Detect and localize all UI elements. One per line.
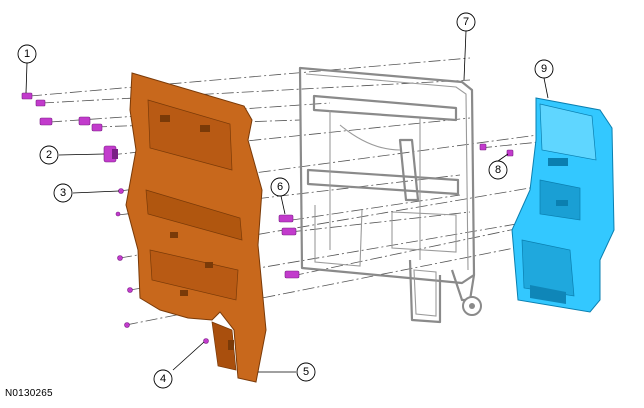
screw-icon <box>278 214 300 279</box>
small-pin-icon <box>115 188 209 344</box>
push-pin-icon <box>479 143 514 157</box>
callout-5: 5 <box>296 362 316 382</box>
callout-8-label: 8 <box>495 164 501 176</box>
callout-4: 4 <box>153 369 173 389</box>
pin-icon <box>21 92 103 132</box>
trim-panel <box>125 72 267 383</box>
leader-lines <box>25 30 549 373</box>
callout-7-label: 7 <box>463 16 469 28</box>
callout-2: 2 <box>39 145 59 165</box>
callout-3-label: 3 <box>60 187 66 199</box>
figure-id: N0130265 <box>5 388 53 399</box>
callout-2-label: 2 <box>46 149 52 161</box>
callout-6-label: 6 <box>277 181 283 193</box>
callout-6: 6 <box>270 177 290 197</box>
callout-1: 1 <box>17 44 37 64</box>
callout-9-label: 9 <box>541 63 547 75</box>
callout-4-label: 4 <box>160 373 166 385</box>
callout-3: 3 <box>53 183 73 203</box>
callout-5-label: 5 <box>303 366 309 378</box>
clip-icon <box>103 145 118 163</box>
callout-8: 8 <box>488 160 508 180</box>
seat-back-frame <box>298 66 482 324</box>
fasteners <box>21 92 514 344</box>
callout-1-label: 1 <box>24 48 30 60</box>
side-housing <box>511 97 615 313</box>
callout-7: 7 <box>456 12 476 32</box>
callout-9: 9 <box>534 59 554 79</box>
